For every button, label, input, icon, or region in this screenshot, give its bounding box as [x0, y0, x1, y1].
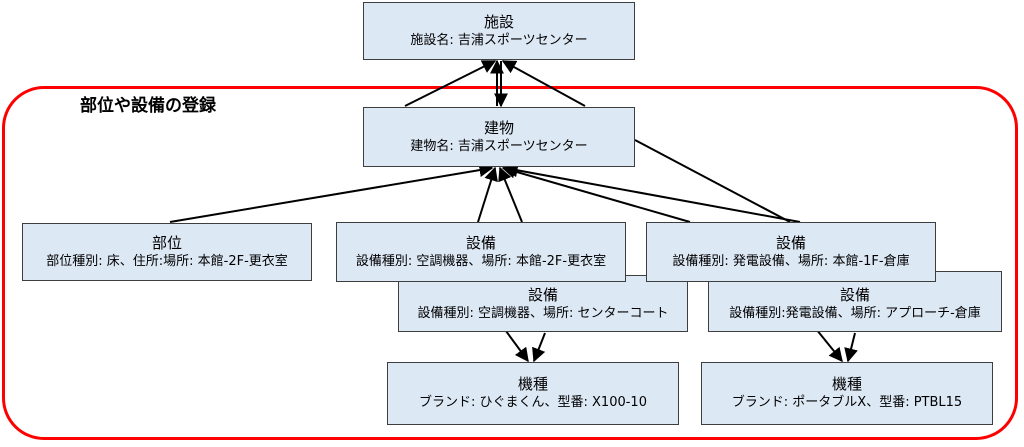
node-equipment-1-subtitle: 設備種別: 空調機器、場所: 本館-2F-更衣室 — [355, 253, 607, 269]
node-building: 建物 建物名: 吉浦スポーツセンター — [363, 107, 635, 167]
node-model-2-subtitle: ブランド: ポータブルX、型番: PTBL15 — [731, 395, 963, 410]
edge-equip2-to-building — [501, 164, 691, 223]
edge-equip4-to-model2 — [844, 332, 858, 363]
edge-equip3-to-building — [498, 166, 523, 223]
edge-part-to-building — [169, 163, 494, 223]
node-equipment-1-title: 設備 — [465, 233, 496, 252]
node-building-subtitle: 建物名: 吉浦スポーツセンター — [410, 138, 588, 154]
node-facility-title: 施設 — [483, 12, 514, 31]
node-equipment-4-title: 設備 — [839, 286, 870, 304]
node-facility-subtitle: 施設名: 吉浦スポーツセンター — [410, 32, 588, 48]
edge-equip1-to-building — [477, 166, 498, 223]
edge-equip-right-to-facility — [634, 139, 791, 223]
node-equipment-3-subtitle: 設備種別: 空調機器、場所: センターコート — [417, 306, 669, 321]
node-model-1-title: 機種 — [517, 375, 548, 393]
node-equipment-3-title: 設備 — [527, 286, 558, 304]
edge-equip3-to-model1 — [532, 332, 546, 363]
node-model-1: 機種 ブランド: ひぐまくん、型番: X100-10 — [387, 362, 679, 425]
edge-equip4-to-building — [503, 163, 801, 223]
node-model-2-title: 機種 — [831, 375, 862, 393]
node-equipment-1: 設備 設備種別: 空調機器、場所: 本館-2F-更衣室 — [336, 222, 626, 282]
region-label: 部位や設備の登録 — [80, 96, 216, 116]
node-building-title: 建物 — [483, 118, 514, 137]
edge-equip3-to-facility — [404, 60, 497, 107]
registration-region — [2, 86, 1018, 440]
node-model-2: 機種 ブランド: ポータブルX、型番: PTBL15 — [701, 362, 993, 425]
node-part-title: 部位 — [151, 233, 182, 252]
node-equipment-2-title: 設備 — [775, 233, 806, 252]
node-facility: 施設 施設名: 吉浦スポーツセンター — [363, 2, 635, 60]
edge-equip4-to-facility — [501, 60, 586, 107]
node-equipment-4-subtitle: 設備種別:発電設備、場所: アプローチ-倉庫 — [729, 306, 981, 321]
node-model-1-subtitle: ブランド: ひぐまくん、型番: X100-10 — [419, 395, 647, 410]
node-part: 部位 部位種別: 床、住所:場所: 本館-2F-更衣室 — [22, 223, 312, 281]
node-equipment-3: 設備 設備種別: 空調機器、場所: センターコート — [398, 275, 688, 332]
node-part-subtitle: 部位種別: 床、住所:場所: 本館-2F-更衣室 — [46, 253, 288, 269]
node-equipment-2: 設備 設備種別: 発電設備、場所: 本館-1F-倉庫 — [646, 222, 936, 282]
node-equipment-2-subtitle: 設備種別: 発電設備、場所: 本館-1F-倉庫 — [672, 253, 910, 269]
